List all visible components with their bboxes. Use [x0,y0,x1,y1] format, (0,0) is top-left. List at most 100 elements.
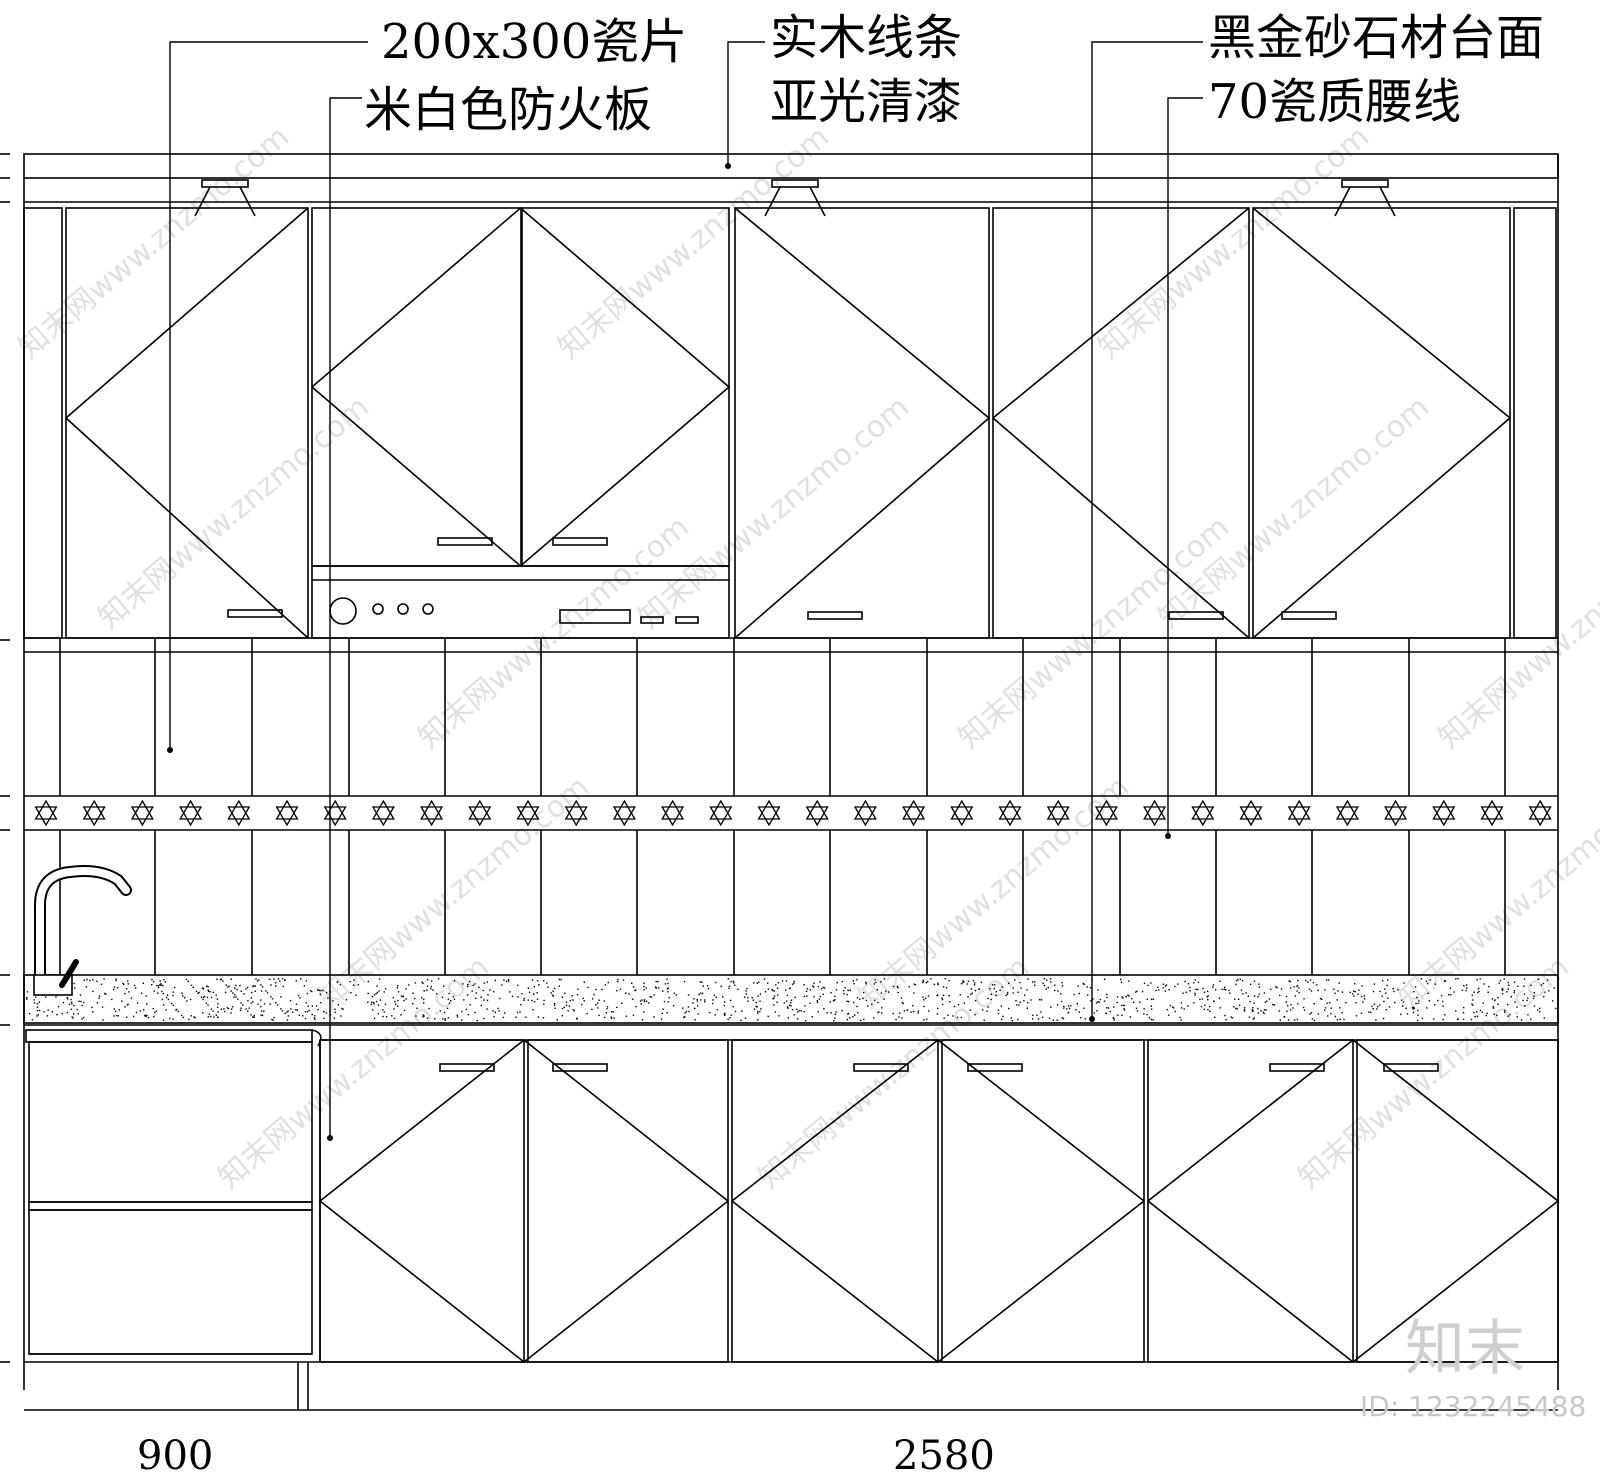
granite-speckle [489,989,491,991]
granite-speckle [1106,996,1108,999]
granite-speckle [865,999,868,1002]
granite-speckle [819,995,822,998]
granite-speckle [391,1015,393,1017]
granite-speckle [1048,1017,1051,1019]
granite-speckle [173,986,176,989]
granite-speckle [430,987,432,990]
granite-speckle [1530,1018,1532,1020]
granite-speckle [1293,1019,1296,1021]
granite-speckle [1173,1007,1175,1009]
granite-speckle [242,1004,244,1006]
granite-speckle [1180,1007,1183,1009]
granite-speckle [787,1007,789,1009]
granite-speckle [1251,1010,1254,1012]
granite-speckle [777,994,779,996]
sink-cabinet-top [25,1029,313,1043]
granite-speckle [143,1009,145,1011]
granite-speckle [345,999,348,1001]
star-tile-icon [1143,806,1167,827]
granite-speckle [817,1011,819,1013]
granite-speckle [1296,1018,1299,1021]
granite-speckle [952,1015,954,1017]
granite-speckle [393,1008,395,1010]
granite-speckle [619,988,622,990]
granite-speckle [709,1011,711,1014]
granite-speckle [847,989,849,992]
granite-speckle [1372,1008,1374,1010]
granite-speckle [1146,998,1148,1001]
star-tile-icon [1143,799,1167,820]
hood-button-icon [372,603,384,615]
granite-speckle [188,1018,190,1021]
granite-speckle [764,991,767,993]
granite-speckle [508,980,510,982]
granite-speckle [598,999,600,1001]
granite-speckle [688,1010,690,1013]
light-ray [1379,186,1396,217]
granite-countertop [23,974,1559,1024]
granite-speckle [912,1005,914,1007]
granite-speckle [230,1012,232,1014]
granite-speckle [1457,978,1459,980]
granite-speckle [1206,990,1209,992]
granite-speckle [103,978,105,980]
granite-speckle [1311,1018,1314,1020]
granite-speckle [1326,979,1328,981]
granite-speckle [505,980,508,982]
star-tile-icon [516,799,540,820]
granite-speckle [486,1008,488,1010]
granite-speckle [1027,1002,1029,1004]
star-tile-icon [950,799,974,820]
granite-speckle [966,983,968,985]
granite-speckle [1414,986,1417,988]
granite-speckle [995,991,998,993]
granite-speckle [587,986,589,989]
granite-speckle [813,996,815,998]
granite-speckle [483,1017,485,1020]
granite-speckle [254,985,256,987]
granite-speckle [757,1019,759,1021]
granite-speckle [1027,978,1029,980]
granite-speckle [1434,1004,1436,1006]
granite-speckle [1265,1009,1267,1011]
granite-speckle [1123,1007,1125,1010]
granite-speckle [883,998,885,1000]
granite-speckle [573,1010,575,1012]
granite-speckle [1146,1013,1148,1016]
granite-speckle [1476,1015,1479,1017]
granite-speckle [392,997,395,999]
granite-speckle [337,1004,339,1006]
granite-speckle [1279,1019,1281,1021]
granite-speckle [874,979,876,981]
granite-speckle [1075,1009,1077,1011]
granite-speckle [210,1008,213,1010]
granite-speckle [1308,988,1311,990]
granite-speckle [536,998,539,1000]
granite-speckle [76,1008,78,1011]
granite-speckle [1453,991,1455,993]
granite-speckle [523,999,525,1001]
granite-speckle [113,986,116,988]
granite-speckle [1219,1007,1221,1009]
granite-speckle [960,1016,962,1019]
granite-speckle [81,1018,83,1020]
granite-speckle [1532,997,1535,1000]
granite-speckle [300,978,302,980]
granite-speckle [791,983,794,985]
granite-speckle [187,980,189,983]
granite-speckle [122,982,124,985]
granite-speckle [723,1004,726,1007]
cabinet-handle [1168,611,1224,620]
cabinet-handle [552,1063,608,1072]
granite-speckle [743,996,746,998]
granite-speckle [1510,996,1512,998]
granite-speckle [164,981,166,983]
downlight-icon [771,179,819,188]
granite-speckle [1479,978,1481,980]
granite-speckle [1386,979,1389,981]
granite-speckle [284,979,286,981]
granite-speckle [31,1019,34,1021]
granite-speckle [662,990,664,992]
granite-speckle [1310,990,1313,992]
granite-speckle [1526,999,1528,1002]
